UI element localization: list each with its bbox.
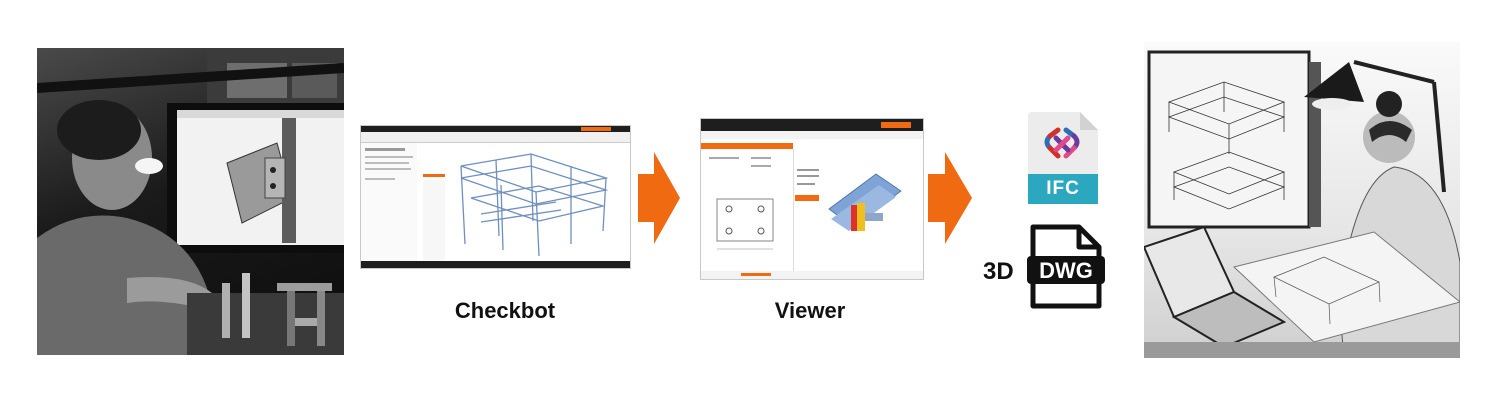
viewer-ui-illustration (701, 119, 923, 279)
engineer-illustration (37, 48, 344, 355)
dwg-file-shape (1027, 224, 1105, 309)
dwg-format-label: DWG (1039, 258, 1093, 283)
ifc-format-label: IFC (1046, 178, 1080, 199)
checkbot-ui-illustration (361, 126, 630, 268)
checkbot-screenshot (360, 125, 631, 269)
ifc-file-icon: IFC (1028, 112, 1098, 204)
dwg-prefix-label: 3D (983, 258, 1014, 285)
viewer-screenshot (700, 118, 924, 280)
drafter-sketch (1144, 50, 1460, 358)
dwg-file-icon: 3D DWG (983, 224, 1105, 310)
drafter-illustration (1144, 42, 1460, 358)
ifc-file-shape (1028, 112, 1098, 204)
arrow-right-icon (638, 152, 680, 244)
step-label-checkbot: Checkbot (454, 298, 556, 323)
engineer-photo (37, 48, 344, 355)
step-label-viewer: Viewer (774, 298, 846, 323)
arrow-right-icon (928, 152, 972, 244)
